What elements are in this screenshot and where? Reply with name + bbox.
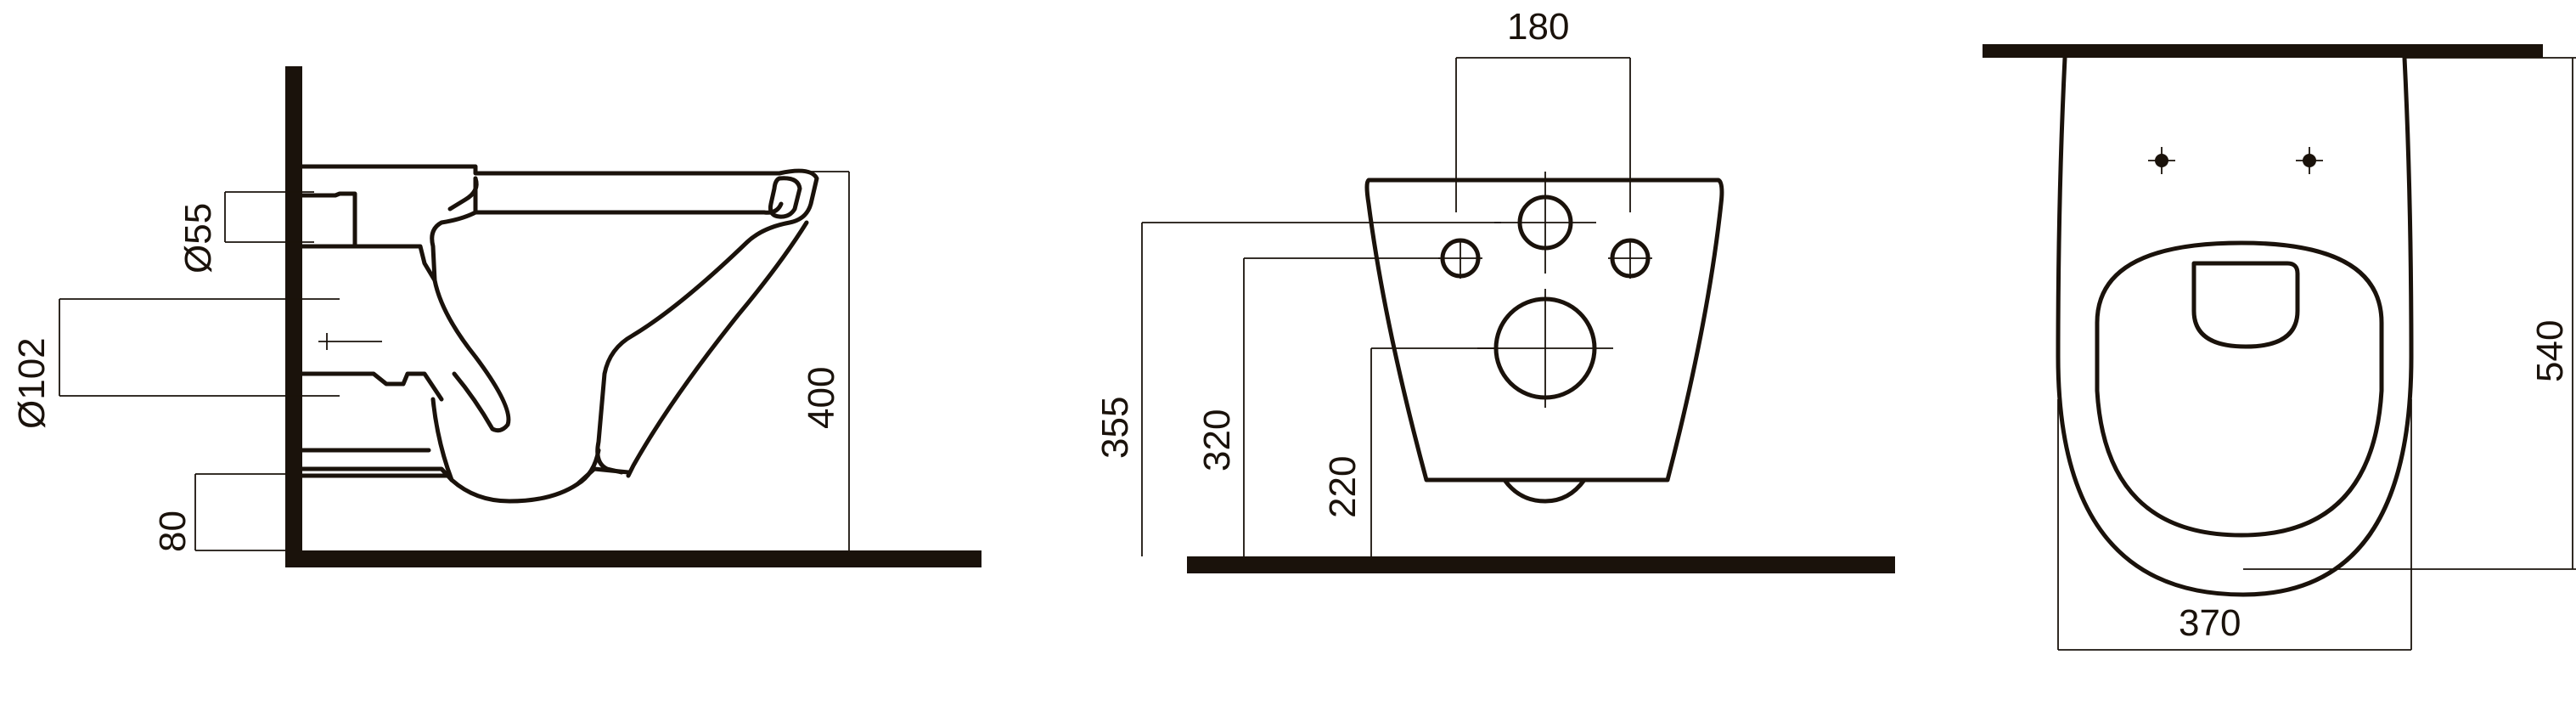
spacing-180-label: 180 xyxy=(1507,6,1569,48)
height-400-label: 400 xyxy=(801,367,842,429)
top-wall xyxy=(1983,44,2543,58)
height-220-label: 220 xyxy=(1322,456,1364,518)
height-355-label: 355 xyxy=(1094,397,1136,459)
side-floor xyxy=(285,550,981,567)
height-320-label: 320 xyxy=(1196,409,1238,471)
pipe-55-label: Ø55 xyxy=(177,203,219,274)
seat-outline xyxy=(2095,240,2384,538)
top-toilet-outline xyxy=(2056,55,2414,597)
bowl-opening xyxy=(2191,261,2300,349)
front-floor xyxy=(1187,556,1895,573)
length-540-label: 540 xyxy=(2529,320,2571,382)
width-370-label: 370 xyxy=(2179,602,2241,644)
side-dimension-lines xyxy=(59,171,850,551)
pipe-102-label: Ø102 xyxy=(11,337,53,429)
top-dimension-lines xyxy=(2057,57,2576,651)
side-toilet-profile xyxy=(300,164,819,504)
front-view: 180 355 320 220 xyxy=(1094,6,1895,573)
side-wall xyxy=(285,66,302,567)
top-view: 370 540 xyxy=(1983,44,2576,651)
floor-80-label: 80 xyxy=(152,511,194,552)
side-view: Ø55 Ø102 80 400 xyxy=(11,66,981,567)
front-dimension-lines xyxy=(1141,57,1652,556)
front-toilet-foot xyxy=(1502,477,1587,504)
front-toilet-outline xyxy=(1364,178,1724,482)
